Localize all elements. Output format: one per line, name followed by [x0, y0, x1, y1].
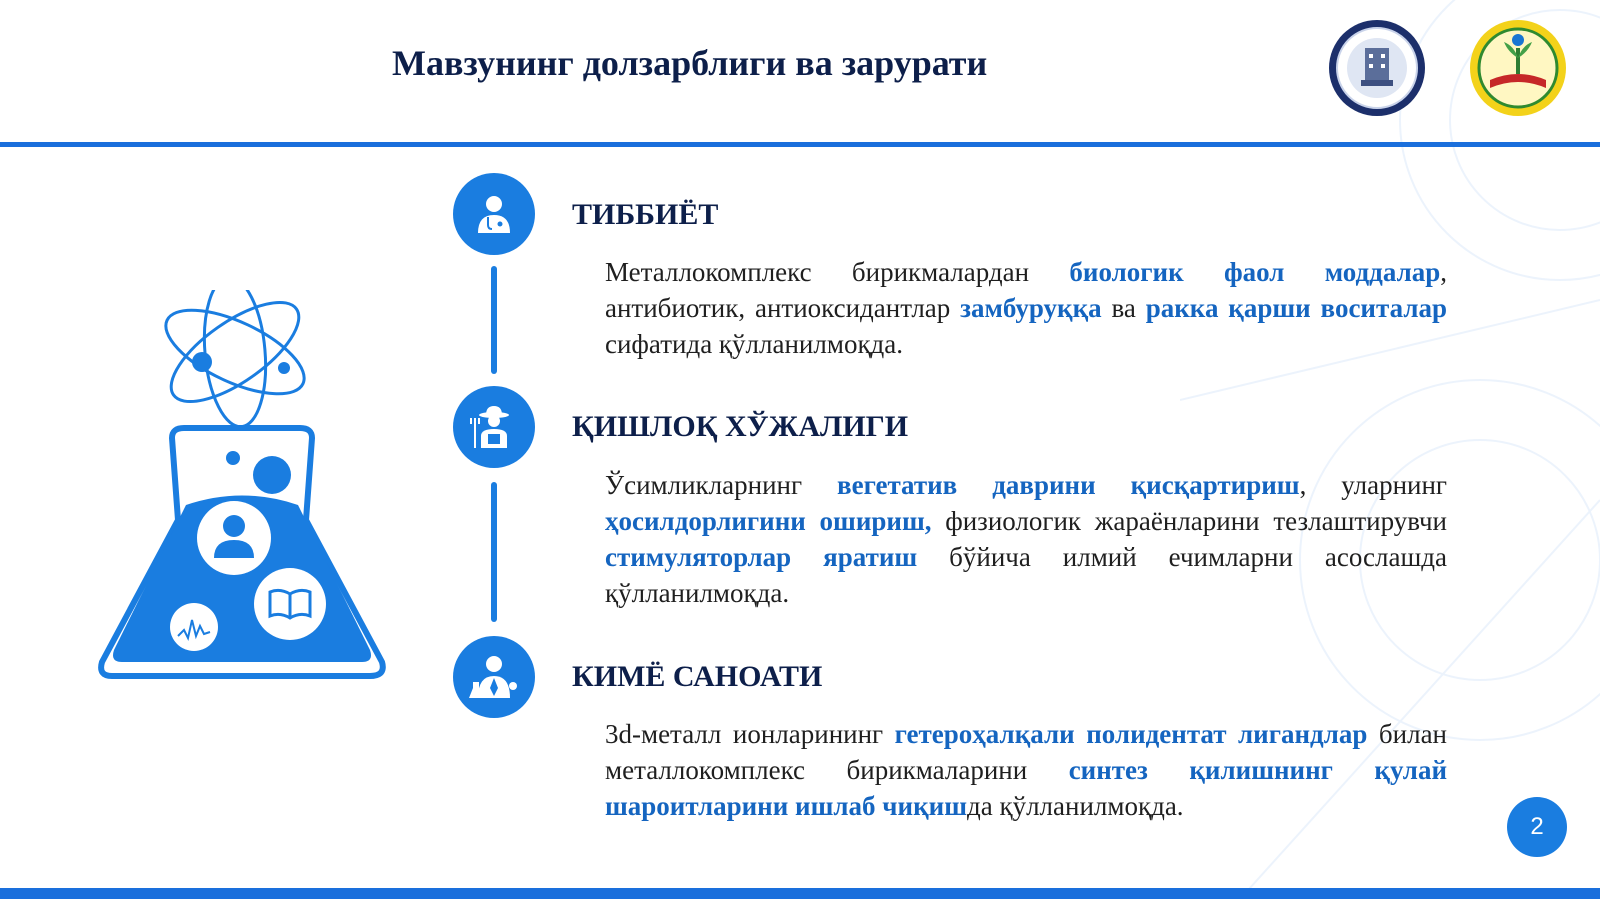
highlighted-text: ракка қарши воситалар [1145, 293, 1447, 323]
institute-emblem-logo [1470, 20, 1566, 116]
body-text: 3d-металл ионларининг [605, 719, 895, 749]
doctor-icon [453, 173, 535, 255]
header-divider [0, 142, 1600, 147]
highlighted-text: синтез қилишнинг қулай шароитларини ишла… [605, 755, 1447, 821]
spectrum-chart-icon [177, 619, 211, 641]
body-text: Ўсимликларнинг [605, 470, 838, 500]
background-pattern [1180, 0, 1600, 899]
section-heading-chemical-industry: КИМЁ САНОАТИ [572, 660, 823, 693]
highlighted-text: гетероҳалқали полидентат лигандлар [894, 719, 1368, 749]
section-text-chemical-industry: 3d-металл ионларининг гетероҳалқали поли… [605, 716, 1447, 824]
timeline-connector [491, 482, 497, 622]
highlighted-text: ҳосилдорлигини ошириш, [605, 506, 932, 536]
book-icon [268, 588, 312, 620]
university-seal-logo [1329, 20, 1425, 116]
body-text: ва [1101, 293, 1146, 323]
chemist-icon [453, 636, 535, 718]
footer-bar [0, 888, 1600, 899]
timeline-connector [491, 266, 497, 374]
body-text: да қўлланилмоқда. [966, 791, 1184, 821]
slide-title: Мавзунинг долзарблиги ва зарурати [392, 43, 988, 83]
chemistry-flask-illustration [98, 290, 386, 679]
body-text: сифатида қўлланилмоқда. [605, 329, 904, 359]
section-heading-medicine: ТИББИЁТ [572, 198, 719, 231]
highlighted-text: стимуляторлар яратиш [605, 542, 918, 572]
body-text: физиологик жараёнларини тезлаштирувчи [931, 506, 1447, 536]
body-text: , антибиотик, антиоксидантлар [605, 257, 1447, 323]
person-icon [214, 515, 254, 558]
body-text: , уларнинг [1299, 470, 1447, 500]
page-number-badge: 2 [1507, 797, 1567, 857]
highlighted-text: вегетатив даврини қисқартириш [837, 470, 1300, 500]
section-heading-agriculture: ҚИШЛОҚ ХЎЖАЛИГИ [572, 410, 909, 443]
highlighted-text: замбуруққа [960, 293, 1102, 323]
section-text-medicine: Металлокомплекс бирикмалардан биологик ф… [605, 254, 1447, 362]
body-text: билан металлокомплекс бирикмаларини [605, 719, 1448, 785]
farmer-icon [453, 386, 535, 468]
section-text-agriculture: Ўсимликларнинг вегетатив даврини қисқарт… [605, 467, 1447, 611]
highlighted-text: биологик фаол моддалар [1069, 257, 1441, 287]
body-text: Металлокомплекс бирикмалардан [605, 257, 1070, 287]
body-text: бўйича илмий ечимларни асослашда қўллани… [605, 542, 1447, 608]
atom-icon [164, 290, 306, 429]
